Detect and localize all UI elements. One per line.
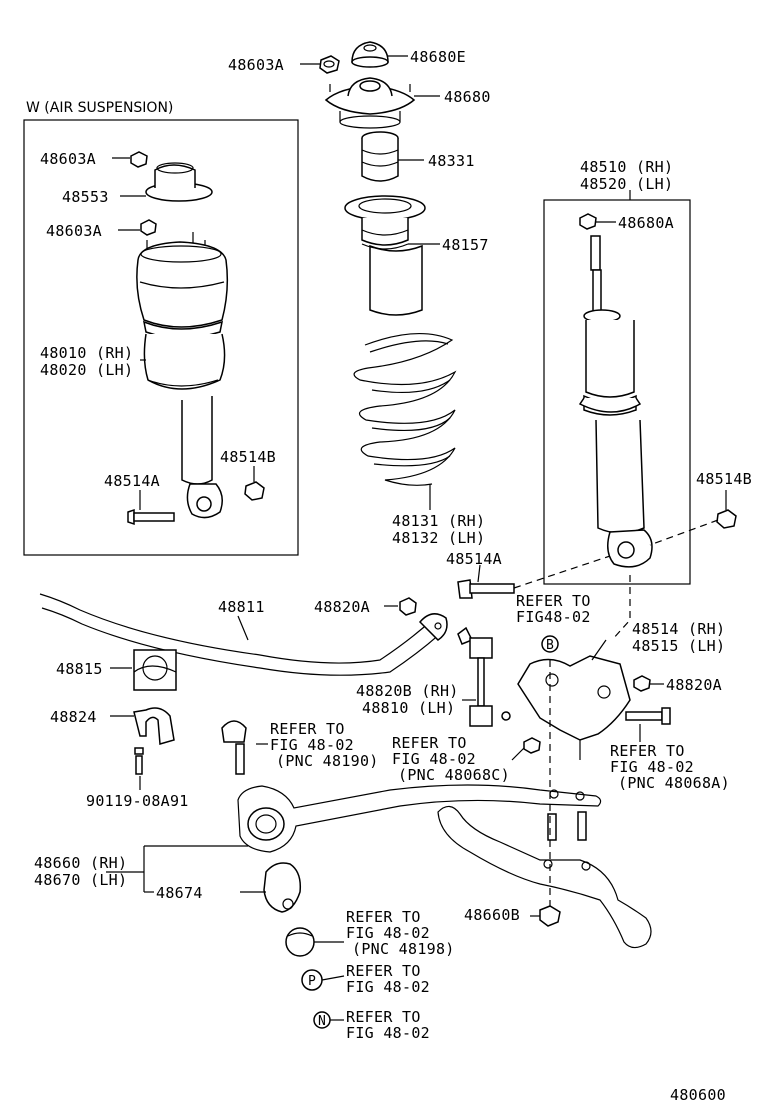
label-48132: 48132 (LH) — [392, 529, 485, 547]
label-48674: 48674 — [156, 884, 203, 902]
bushing-48815 — [133, 649, 177, 691]
bumper-stopper-48331 — [361, 131, 399, 182]
label-90119: 90119-08A91 — [86, 792, 189, 810]
refer-2-line-a: REFER TO — [270, 720, 345, 738]
nut-48820A-b — [633, 675, 651, 692]
label-48553: 48553 — [62, 188, 109, 206]
refer-4-line-a: REFER TO — [610, 742, 685, 760]
label-48331: 48331 — [428, 152, 475, 170]
label-48680E: 48680E — [410, 48, 466, 66]
shock-absorber-box — [543, 199, 691, 585]
label-48157: 48157 — [442, 236, 489, 254]
refer-4-line-c: (PNC 48068A) — [618, 774, 730, 792]
lower-arm-48660 — [237, 784, 602, 853]
label-48515: 48515 (LH) — [632, 637, 725, 655]
label-48660B: 48660B — [464, 906, 520, 924]
dust-boot-48157 — [344, 195, 426, 316]
label-48820A-a: 48820A — [314, 598, 370, 616]
nut-48603A-top — [319, 55, 340, 74]
label-48824: 48824 — [50, 708, 97, 726]
label-48010: 48010 (RH) — [40, 344, 133, 362]
nut-48603A-inset-a — [130, 151, 148, 168]
label-48820A-b: 48820A — [666, 676, 722, 694]
refer-7-line-a: REFER TO — [346, 1008, 421, 1026]
svg-text:P: P — [308, 974, 316, 989]
lower-knuckle — [437, 805, 652, 949]
refer-6-line-b: FIG 48-02 — [346, 978, 430, 996]
label-48811: 48811 — [218, 598, 265, 616]
label-48520: 48520 (LH) — [580, 175, 673, 193]
bolt-48514A-right — [457, 579, 515, 599]
upper-support-48680 — [324, 77, 416, 129]
ball-joint-48190 — [221, 720, 247, 775]
label-48820B: 48820B (RH) — [356, 682, 459, 700]
coil-spring-48131 — [353, 333, 457, 486]
marker-p: P — [308, 974, 316, 989]
refer-2-line-b: FIG 48-02 — [270, 736, 354, 754]
label-48670: 48670 (LH) — [34, 871, 127, 889]
label-48603A-inset-a: 48603A — [40, 150, 96, 168]
label-48815: 48815 — [56, 660, 103, 678]
mount-cap-48680E — [351, 41, 389, 68]
shock-absorber-48510 — [578, 235, 653, 568]
leader-lines — [106, 55, 727, 1021]
refer-7-line-b: FIG 48-02 — [346, 1024, 430, 1042]
air-suspension-inset-box — [23, 119, 299, 556]
refer-6-line-a: REFER TO — [346, 962, 421, 980]
refer-4-line-b: FIG 48-02 — [610, 758, 694, 776]
refer-3-line-c: (PNC 48068C) — [398, 766, 510, 784]
label-48514: 48514 (RH) — [632, 620, 725, 638]
label-48514A-inset: 48514A — [104, 472, 160, 490]
air-spring-48010 — [136, 232, 229, 519]
nut-48680A — [579, 213, 597, 230]
dashed-line-bolt-shock — [513, 555, 611, 589]
label-48514B-right: 48514B — [696, 470, 752, 488]
refer-5-line-b: FIG 48-02 — [346, 924, 430, 942]
stabilizer-link-48820B — [457, 626, 511, 727]
nut-48514B-inset — [244, 481, 265, 501]
dashed-line-nut-shock — [649, 519, 719, 546]
bushing-48198 — [285, 927, 315, 957]
refer-5-line-c: (PNC 48198) — [352, 940, 455, 958]
refer-1-line-b: FIG48-02 — [516, 608, 591, 626]
label-48660: 48660 (RH) — [34, 854, 127, 872]
nut-48068C — [523, 737, 541, 754]
refer-1-line-a: REFER TO — [516, 592, 591, 610]
marker-b: B — [541, 635, 559, 653]
refer-3-line-b: FIG 48-02 — [392, 750, 476, 768]
bushing-48674 — [263, 862, 302, 913]
inset-title: W (AIR SUSPENSION) — [26, 100, 173, 116]
mount-48553 — [145, 162, 213, 202]
label-48680: 48680 — [444, 88, 491, 106]
refer-2-line-c: (PNC 48190) — [276, 752, 379, 770]
label-48603A-inset-b: 48603A — [46, 222, 102, 240]
nut-48514B-right — [716, 509, 737, 529]
label-48810: 48810 (LH) — [362, 699, 455, 717]
bolt-48068A — [625, 707, 671, 725]
label-48510: 48510 (RH) — [580, 158, 673, 176]
svg-text:N: N — [318, 1014, 326, 1029]
figure-number: 480600 — [670, 1086, 726, 1104]
nut-48603A-inset-b — [140, 219, 157, 236]
steering-knuckle-bracket — [517, 655, 631, 760]
label-48020: 48020 (LH) — [40, 361, 133, 379]
nut-48820A-a — [399, 597, 417, 616]
marker-n: N — [318, 1014, 326, 1029]
nut-48660B — [539, 905, 561, 927]
bolt-48514A-inset — [127, 508, 175, 526]
label-48680A: 48680A — [618, 214, 674, 232]
stabilizer-bar-48811 — [39, 593, 448, 676]
bolt-90119 — [134, 747, 144, 775]
svg-text:B: B — [546, 638, 554, 653]
label-48514B-inset: 48514B — [220, 448, 276, 466]
refer-3-line-a: REFER TO — [392, 734, 467, 752]
refer-5-line-a: REFER TO — [346, 908, 421, 926]
bracket-48824 — [133, 707, 175, 745]
label-48603A-top: 48603A — [228, 56, 284, 74]
dashed-line-shock-bracket — [611, 575, 631, 641]
label-48514A-right: 48514A — [446, 550, 502, 568]
label-48131: 48131 (RH) — [392, 512, 485, 530]
